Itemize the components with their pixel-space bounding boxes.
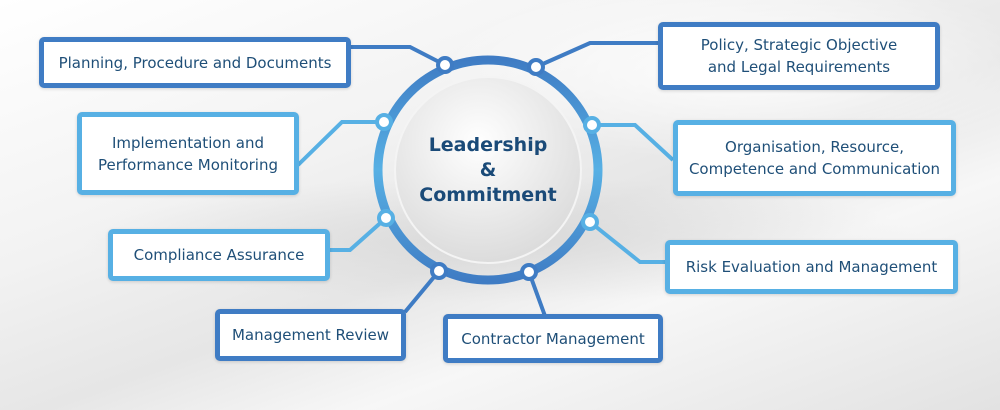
node-dot bbox=[581, 213, 599, 231]
box-compliance-label: Compliance Assurance bbox=[133, 246, 305, 264]
box-planning: Planning, Procedure and Documents bbox=[39, 37, 351, 88]
node-dot bbox=[430, 262, 448, 280]
box-policy-line-2: and Legal Requirements bbox=[707, 58, 891, 76]
node-dot bbox=[436, 56, 454, 74]
box-policy-line-1: Policy, Strategic Objective bbox=[700, 36, 898, 54]
center-line-1: Leadership bbox=[428, 134, 548, 156]
connector-risk bbox=[588, 220, 665, 264]
box-review-label: Management Review bbox=[231, 326, 390, 344]
node-dot bbox=[520, 263, 538, 281]
box-organisation: Organisation, Resource, Competence and Co… bbox=[673, 120, 956, 196]
connector-organisation bbox=[592, 123, 675, 162]
center-title: Leadership & Commitment bbox=[398, 133, 578, 208]
center-disc bbox=[394, 76, 582, 264]
box-compliance: Compliance Assurance bbox=[108, 229, 330, 281]
connector-policy bbox=[535, 41, 658, 69]
box-contractor: Contractor Management bbox=[443, 314, 663, 363]
connector-planning bbox=[350, 45, 446, 67]
connector-implementation bbox=[296, 120, 384, 167]
box-implementation-line-1: Implementation and bbox=[111, 133, 265, 152]
box-review: Management Review bbox=[215, 309, 406, 361]
node-dot bbox=[527, 58, 545, 76]
box-implementation-line-2: Performance Monitoring bbox=[97, 155, 279, 174]
box-planning-label: Planning, Procedure and Documents bbox=[58, 53, 332, 72]
box-risk: Risk Evaluation and Management bbox=[665, 240, 958, 294]
connector-compliance bbox=[330, 216, 388, 252]
node-dot bbox=[375, 113, 393, 131]
box-organisation-line-1: Organisation, Resource, bbox=[725, 138, 904, 156]
node-dot bbox=[377, 209, 395, 227]
box-risk-label: Risk Evaluation and Management bbox=[685, 258, 938, 276]
center-line-2: & bbox=[479, 159, 497, 181]
center-ring bbox=[373, 55, 603, 285]
node-dot bbox=[583, 116, 601, 134]
box-contractor-label: Contractor Management bbox=[461, 329, 645, 348]
center-line-3: Commitment bbox=[419, 184, 557, 206]
box-organisation-line-2: Competence and Communication bbox=[688, 160, 941, 178]
box-policy: Policy, Strategic Objective and Legal Req… bbox=[658, 22, 940, 90]
